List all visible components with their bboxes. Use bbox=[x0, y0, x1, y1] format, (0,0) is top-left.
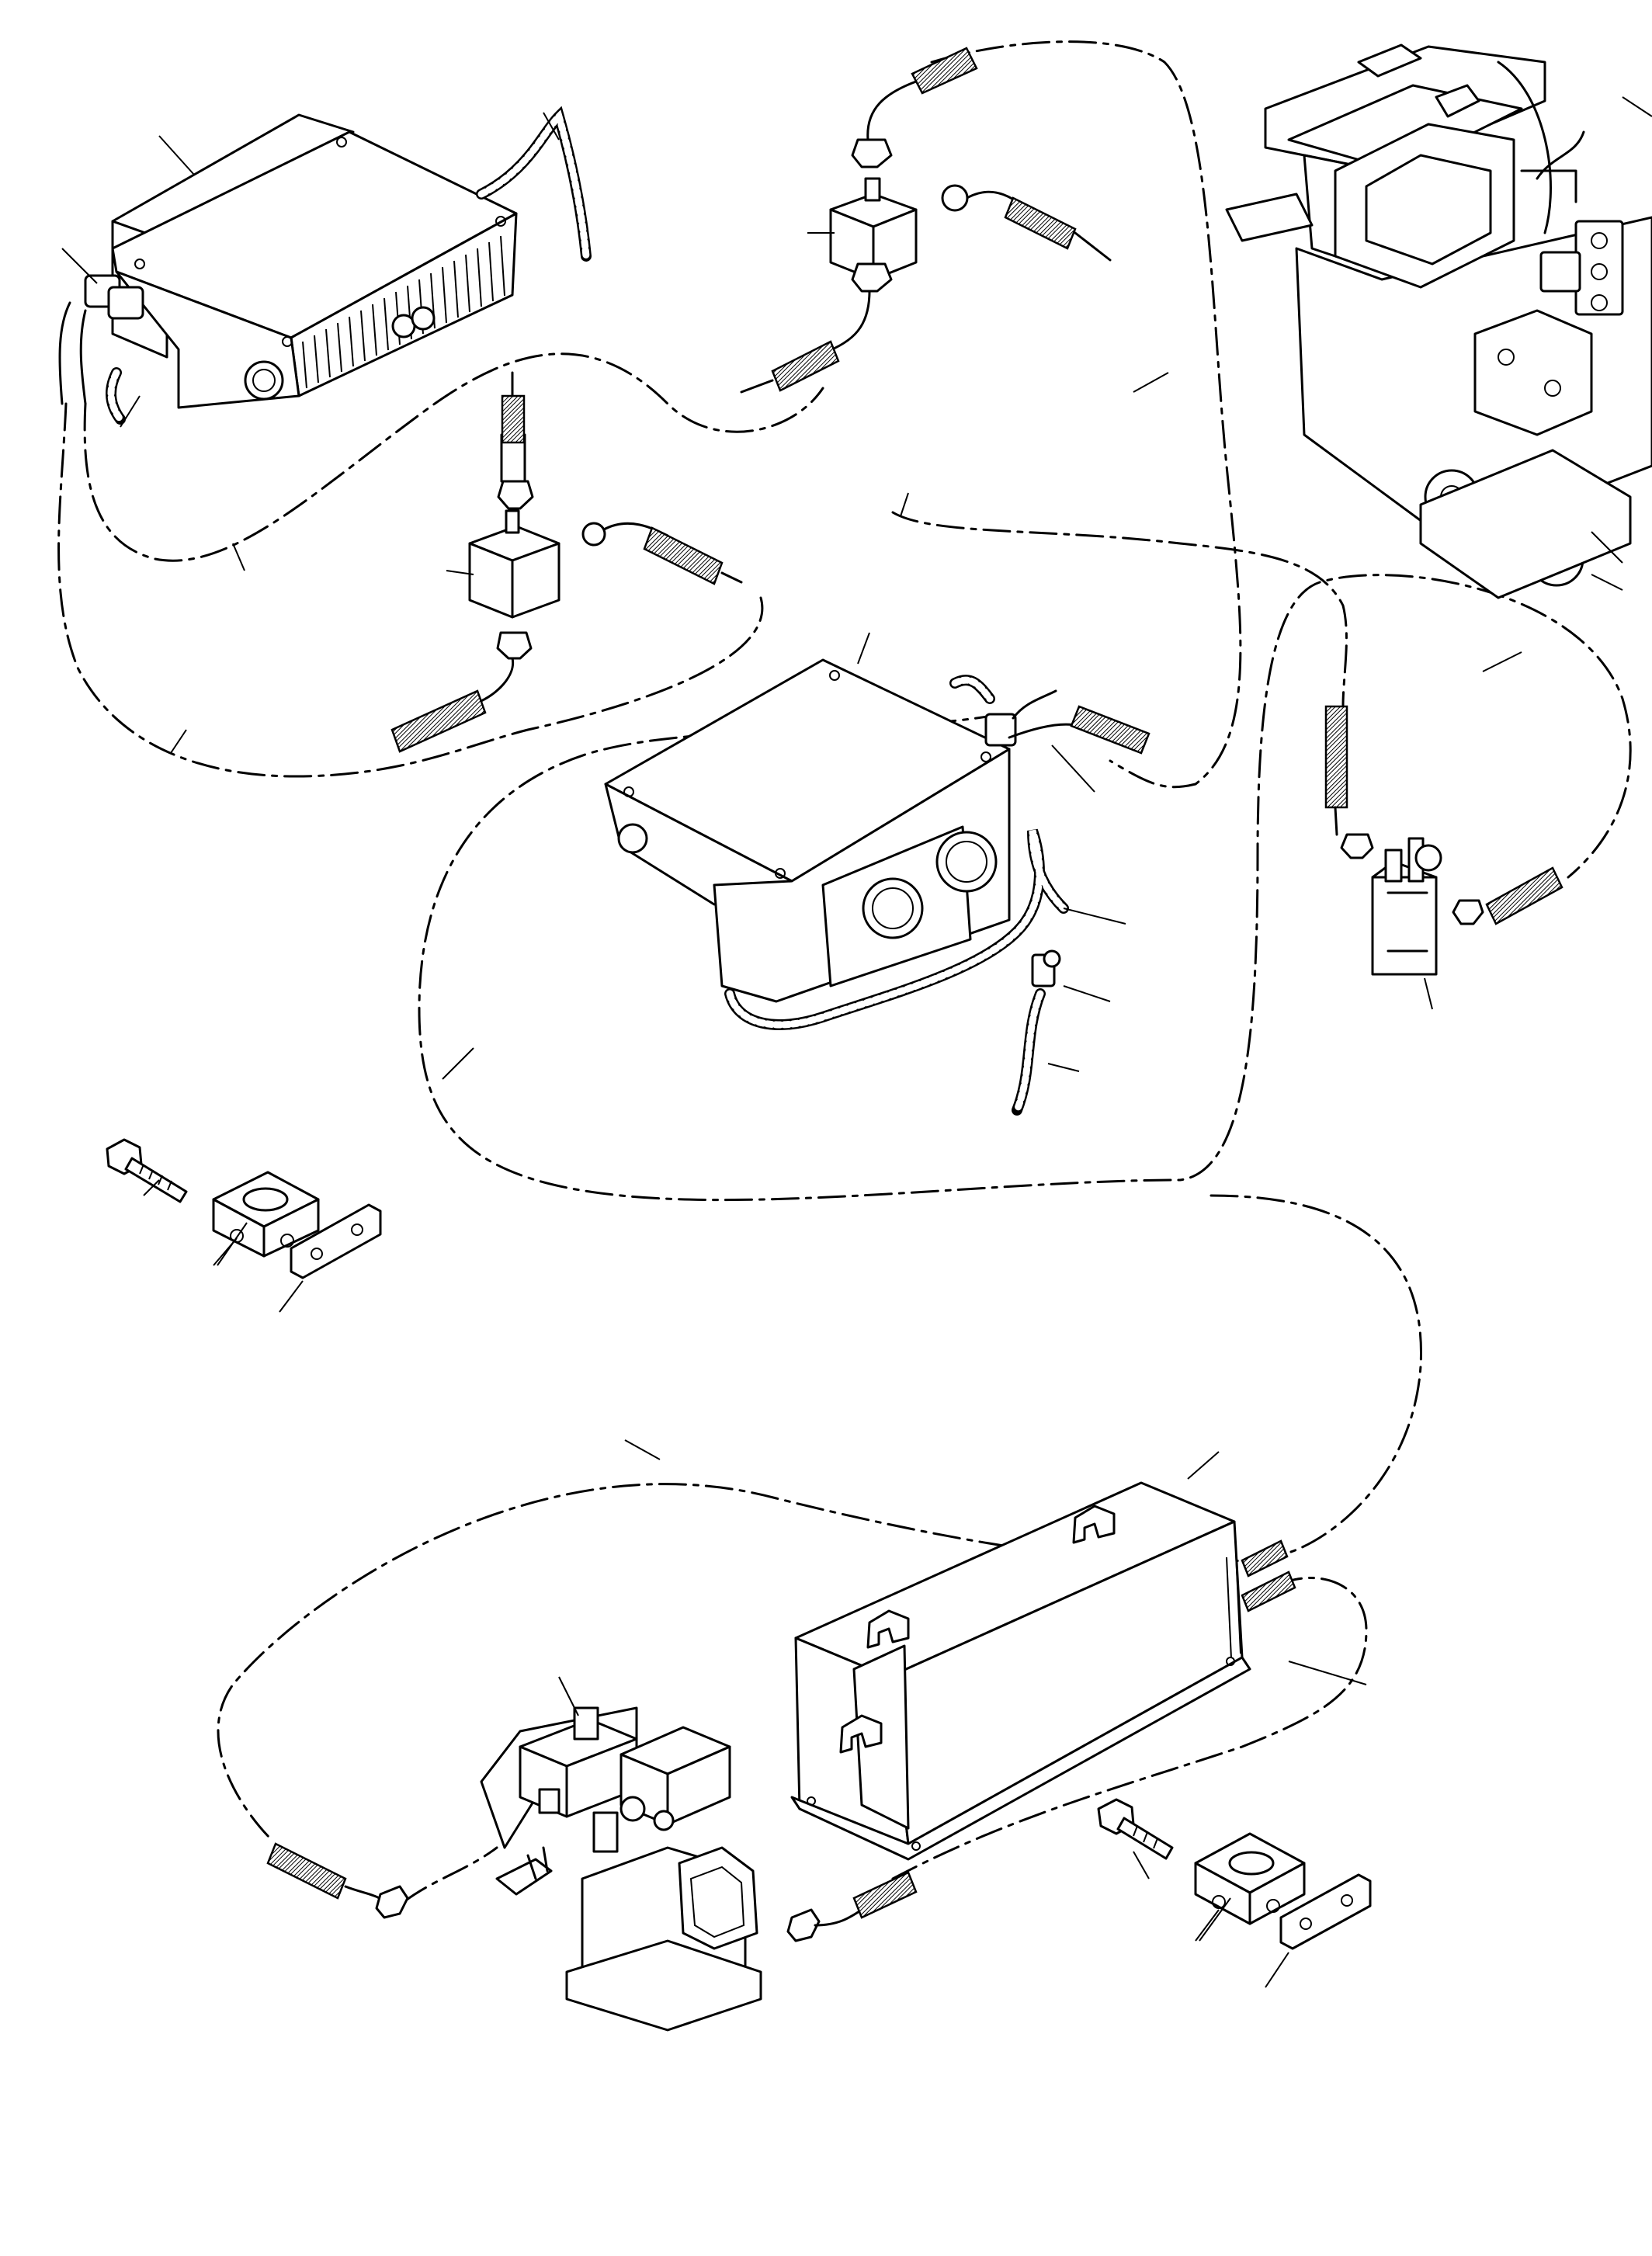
leader-line bbox=[170, 729, 187, 754]
leader-line bbox=[1187, 1451, 1220, 1480]
leader-line bbox=[1199, 1897, 1231, 1942]
callout-leaders bbox=[61, 96, 1652, 1988]
leader-line bbox=[143, 1179, 160, 1196]
leader-line bbox=[1063, 908, 1126, 925]
leader-line bbox=[120, 395, 141, 428]
route-line-center-long bbox=[891, 511, 1348, 708]
leader-line bbox=[1288, 1661, 1367, 1685]
leader-line bbox=[1424, 977, 1433, 1010]
clamp-hardware-left bbox=[106, 1138, 382, 1279]
route-line-center-loop bbox=[418, 574, 1632, 1202]
machine-cab-illustration bbox=[1225, 43, 1652, 599]
leader-line bbox=[1063, 985, 1111, 1002]
route-line-upper-left-loop bbox=[57, 402, 764, 778]
clamp-hardware-right bbox=[1097, 1798, 1372, 1950]
leader-line bbox=[857, 632, 870, 665]
leader-line bbox=[1047, 1063, 1080, 1072]
leader-line bbox=[1133, 1851, 1150, 1879]
leader-line bbox=[1622, 96, 1652, 117]
leader-line bbox=[217, 1222, 248, 1266]
leader-line bbox=[1051, 744, 1095, 793]
route-line-bottom-left bbox=[402, 1846, 498, 1904]
center-left-valve-block bbox=[390, 371, 743, 753]
leader-line bbox=[442, 1047, 474, 1080]
leader-line bbox=[1591, 531, 1623, 564]
route-line-top-loop bbox=[930, 40, 1242, 789]
upper-center-valve-block bbox=[740, 47, 1112, 394]
route-line-bottom-right bbox=[891, 1577, 1368, 1880]
leader-line bbox=[1133, 372, 1169, 393]
leader-line bbox=[900, 492, 909, 517]
leader-line bbox=[232, 543, 245, 571]
leader-line bbox=[158, 135, 195, 175]
upper-left-control-unit bbox=[58, 106, 592, 425]
right-pressure-switch bbox=[1324, 705, 1564, 976]
leader-line bbox=[1195, 1909, 1220, 1942]
condenser-unit bbox=[790, 1481, 1296, 1861]
leader-line bbox=[558, 1676, 579, 1716]
leader-line bbox=[1482, 651, 1522, 672]
leader-line bbox=[1265, 1952, 1289, 1988]
route-line-upper-left-inner bbox=[83, 352, 824, 562]
leader-line bbox=[1591, 574, 1623, 591]
compressor-hoses bbox=[266, 1842, 918, 1942]
leader-line bbox=[279, 1280, 304, 1313]
leader-line bbox=[61, 248, 98, 284]
leader-line bbox=[543, 112, 560, 141]
leader-line bbox=[446, 570, 474, 575]
compressor-unit bbox=[480, 1706, 762, 2032]
central-hvac-unit bbox=[604, 658, 1150, 1116]
leader-line bbox=[624, 1439, 661, 1460]
